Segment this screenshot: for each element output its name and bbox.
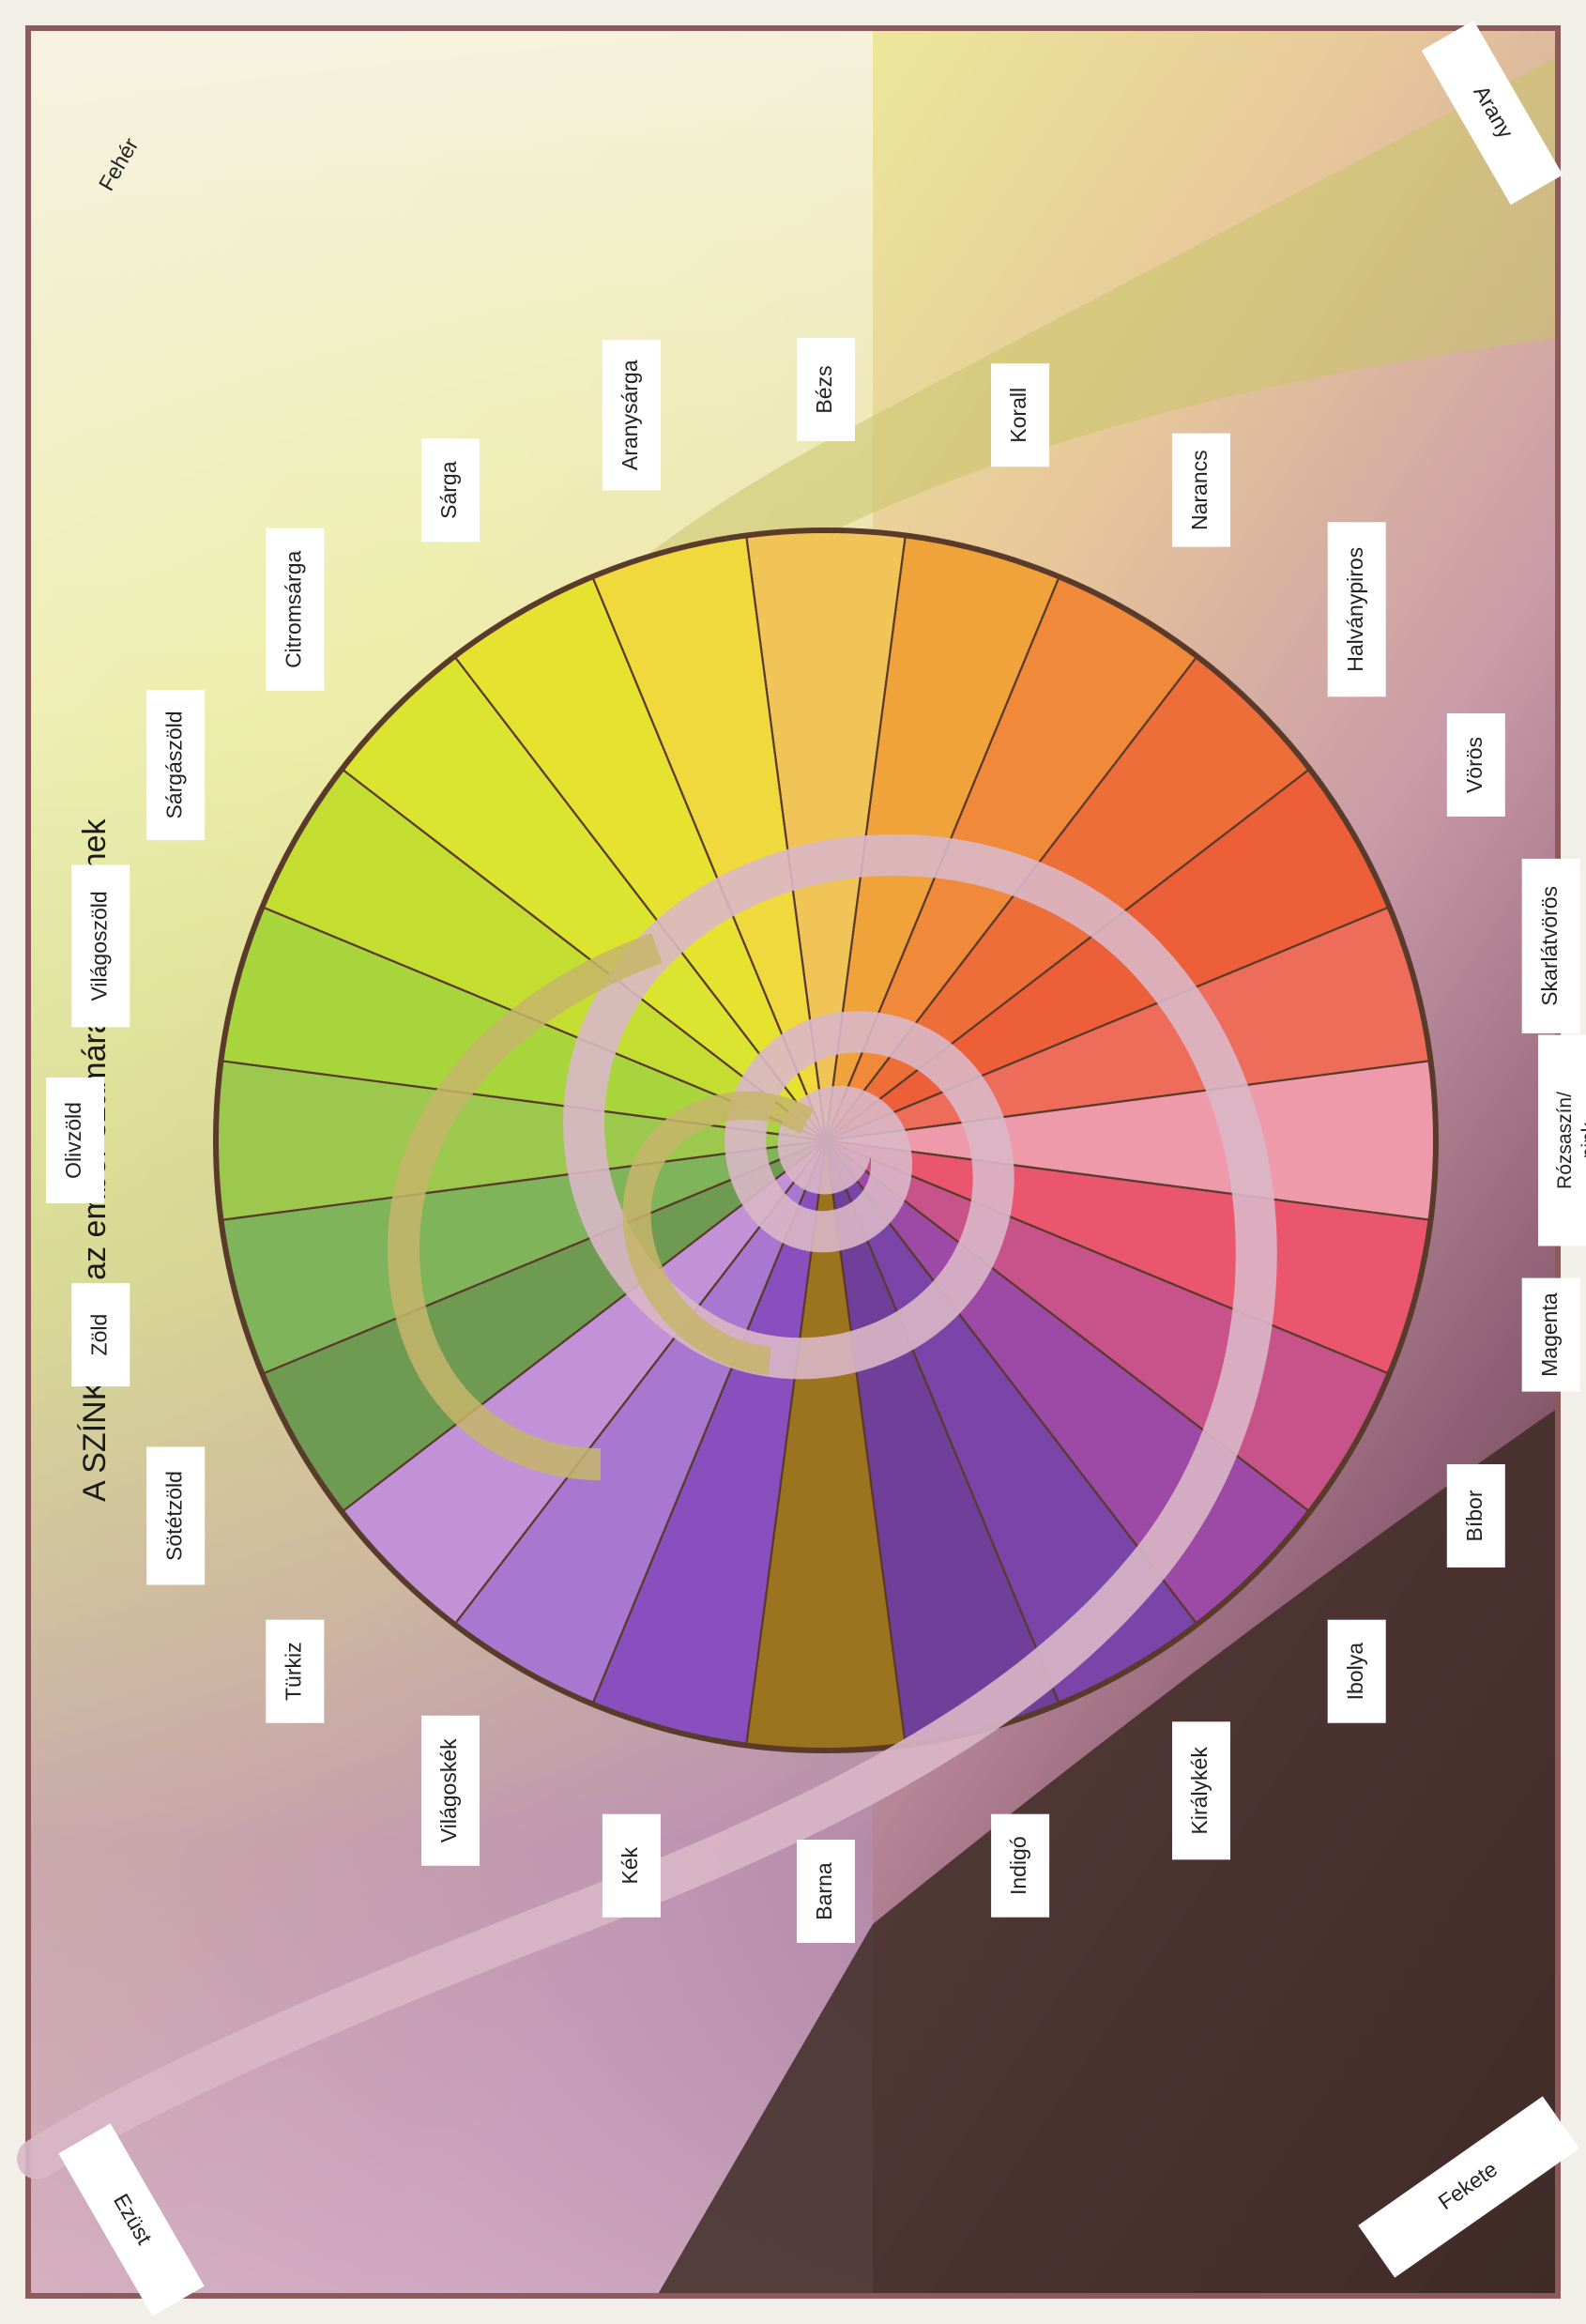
wheel-label-text: Olivzöld — [61, 1102, 85, 1179]
wheel-label: Magenta — [1522, 1278, 1580, 1392]
wheel-label: Türkiz — [266, 1620, 324, 1723]
wheel-label: Világoszöld — [71, 864, 130, 1027]
wheel-label: Olivzöld — [46, 1078, 104, 1203]
wheel-label-text: Citromsárga — [281, 550, 305, 667]
wheel-label: Sárgászöld — [146, 690, 205, 840]
wheel-label: Sötétzöld — [146, 1447, 205, 1585]
wheel-label: Világoskék — [421, 1716, 480, 1866]
wheel-label: Bézs — [797, 338, 855, 441]
wheel-label: Kék — [602, 1814, 661, 1918]
wheel-label: Ibolya — [1328, 1620, 1386, 1723]
wheel-label-text: Kék — [618, 1846, 642, 1884]
wheel-label-text: Sötétzöld — [161, 1471, 186, 1561]
wheel-label-text: Sárgászöld — [161, 711, 186, 818]
wheel-label-text: Magenta — [1537, 1292, 1562, 1377]
wheel-label: Narancs — [1172, 434, 1230, 547]
wheel-label-text: Vörös — [1462, 737, 1487, 793]
wheel-label-text: Türkiz — [281, 1642, 305, 1701]
wheel-label-text: Világoskék — [436, 1738, 461, 1842]
wheel-label: Bíbor — [1447, 1464, 1505, 1567]
wheel-label-text: Bíbor — [1462, 1490, 1487, 1541]
wheel-label-text: Sárga — [436, 461, 461, 519]
wheel-label-text: Aranysárga — [618, 359, 642, 470]
wheel-label-text: Barna — [812, 1862, 836, 1920]
wheel-label-text: Zöld — [86, 1314, 111, 1356]
wheel-label: Aranysárga — [602, 340, 661, 490]
wheel-label-text: Halványpiros — [1343, 547, 1367, 672]
wheel-label: Vörös — [1447, 713, 1505, 817]
wheel-label: Királykék — [1172, 1721, 1230, 1859]
wheel-label: Citromsárga — [266, 528, 324, 691]
wheel-label-text: Indigó — [1006, 1836, 1030, 1895]
wheel-label: Skarlátvörös — [1522, 859, 1580, 1033]
wheel-label: Rózsaszín/pink — [1538, 1035, 1586, 1246]
wheel-label-text: Rózsaszín/ — [1554, 1092, 1576, 1189]
wheel-label-text: pink — [1578, 1122, 1586, 1158]
wheel-label: Barna — [797, 1840, 855, 1943]
wheel-label-text: Korall — [1006, 388, 1030, 443]
wheel-label: Zöld — [71, 1283, 130, 1386]
wheel-label: Indigó — [991, 1814, 1049, 1918]
wheel-label-text: Narancs — [1187, 450, 1212, 530]
wheel-label: Sárga — [421, 438, 480, 542]
wheel-label-text: Skarlátvörös — [1537, 886, 1562, 1006]
wheel-label-text: Királykék — [1187, 1747, 1212, 1835]
wheel-label: Halványpiros — [1328, 522, 1386, 696]
wheel-label-text: Ibolya — [1343, 1643, 1367, 1701]
wheel-label: Korall — [991, 363, 1049, 466]
wheel-label-text: Világoszöld — [86, 891, 111, 1001]
wheel-label-text: Bézs — [812, 365, 836, 413]
